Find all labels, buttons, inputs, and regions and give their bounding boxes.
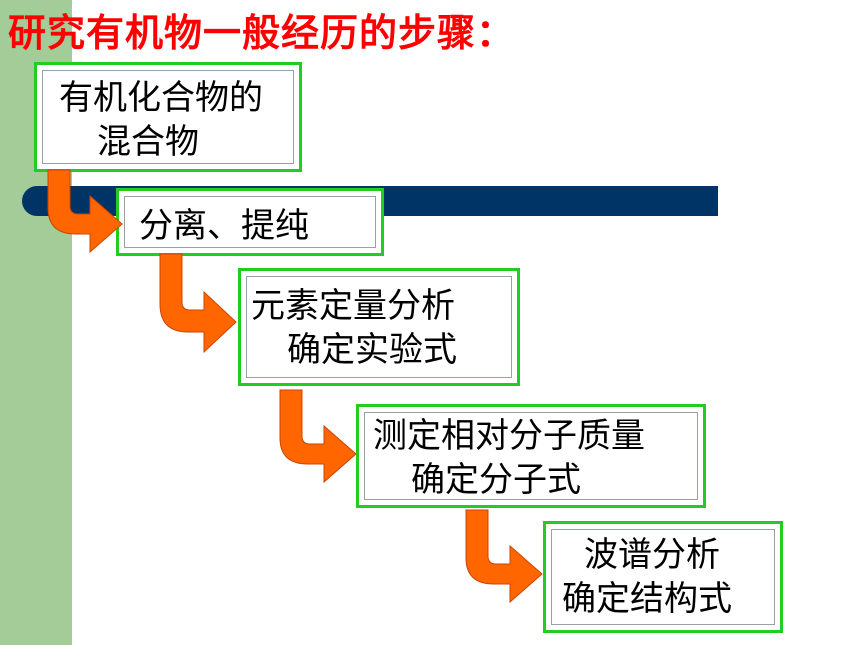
step-box-separation: 分离、提纯 <box>116 188 384 256</box>
step-elemental-line1: 元素定量分析 <box>251 286 455 326</box>
step-molecular-line2: 确定分子式 <box>411 460 581 500</box>
step-separation-line1: 分离、提纯 <box>139 206 309 246</box>
step-molecular-line1: 测定相对分子质量 <box>373 416 645 456</box>
curved-arrow-right-icon <box>279 389 357 484</box>
step-box-mixture: 有机化合物的 混合物 <box>34 62 302 172</box>
step-mixture-line1: 有机化合物的 <box>59 78 263 118</box>
step-box-molecular-mass: 测定相对分子质量 确定分子式 <box>356 404 706 508</box>
slide-title: 研究有机物一般经历的步骤： <box>8 11 516 55</box>
curved-arrow-right-icon <box>159 253 237 354</box>
step-box-spectral-analysis: 波谱分析 确定结构式 <box>543 521 783 633</box>
step-mixture-line2: 混合物 <box>97 122 199 162</box>
step-spectral-line2: 确定结构式 <box>562 579 732 619</box>
step-box-elemental-analysis: 元素定量分析 确定实验式 <box>238 268 520 386</box>
step-spectral-line1: 波谱分析 <box>584 535 720 575</box>
step-elemental-line2: 确定实验式 <box>287 330 457 370</box>
curved-arrow-right-icon <box>47 169 123 254</box>
curved-arrow-right-icon <box>465 509 543 604</box>
